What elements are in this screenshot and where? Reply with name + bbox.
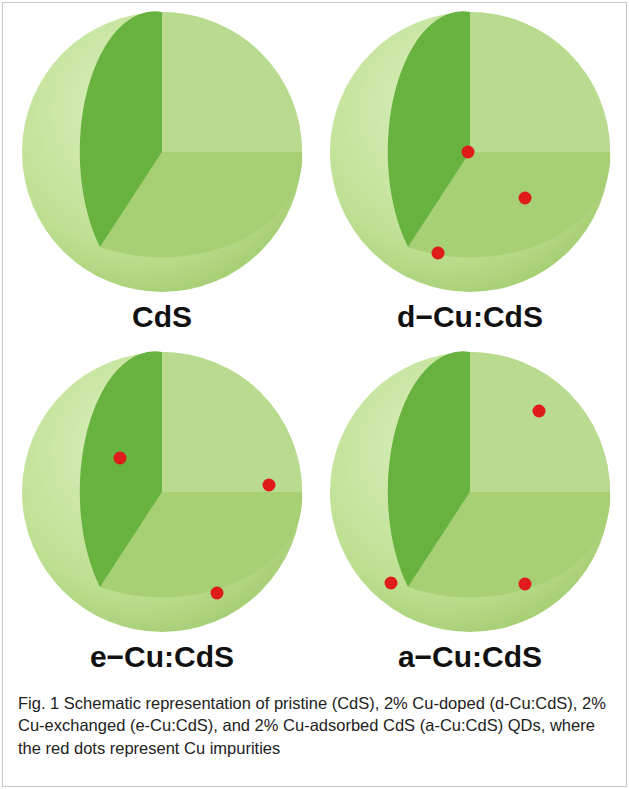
sample-label: CdS: [12, 300, 312, 335]
cu-impurity-dot: [462, 146, 475, 159]
quantum-dot-sphere: CdS: [12, 4, 312, 344]
sphere-illustration: [320, 4, 620, 344]
cu-impurity-dot: [211, 587, 224, 600]
sphere: [22, 352, 302, 632]
cu-impurity-dot: [263, 479, 276, 492]
cu-impurity-dot: [519, 578, 532, 591]
cu-impurity-dot: [533, 405, 546, 418]
sample-label: a−Cu:CdS: [320, 640, 620, 675]
cu-impurity-dot: [114, 452, 127, 465]
back-face: [470, 352, 610, 492]
sphere: [330, 12, 610, 292]
back-face: [162, 12, 302, 152]
sphere-illustration: [12, 4, 312, 344]
sample-label: d−Cu:CdS: [320, 300, 620, 335]
sphere: [330, 352, 610, 632]
figure-caption: Fig. 1 Schematic representation of prist…: [18, 692, 614, 759]
sphere-illustration: [320, 344, 620, 684]
cu-impurity-dot: [519, 192, 532, 205]
side-face: [80, 11, 162, 247]
quantum-dot-sphere: d−Cu:CdS: [320, 4, 620, 344]
sample-label: e−Cu:CdS: [12, 640, 312, 675]
back-face: [470, 12, 610, 152]
side-face: [388, 351, 470, 587]
quantum-dot-sphere: e−Cu:CdS: [12, 344, 312, 684]
back-face: [162, 352, 302, 492]
side-face: [80, 351, 162, 587]
sphere: [22, 12, 302, 292]
cu-impurity-dot: [385, 577, 398, 590]
quantum-dot-sphere: a−Cu:CdS: [320, 344, 620, 684]
side-face: [388, 11, 470, 247]
sphere-illustration: [12, 344, 312, 684]
cu-impurity-dot: [432, 247, 445, 260]
